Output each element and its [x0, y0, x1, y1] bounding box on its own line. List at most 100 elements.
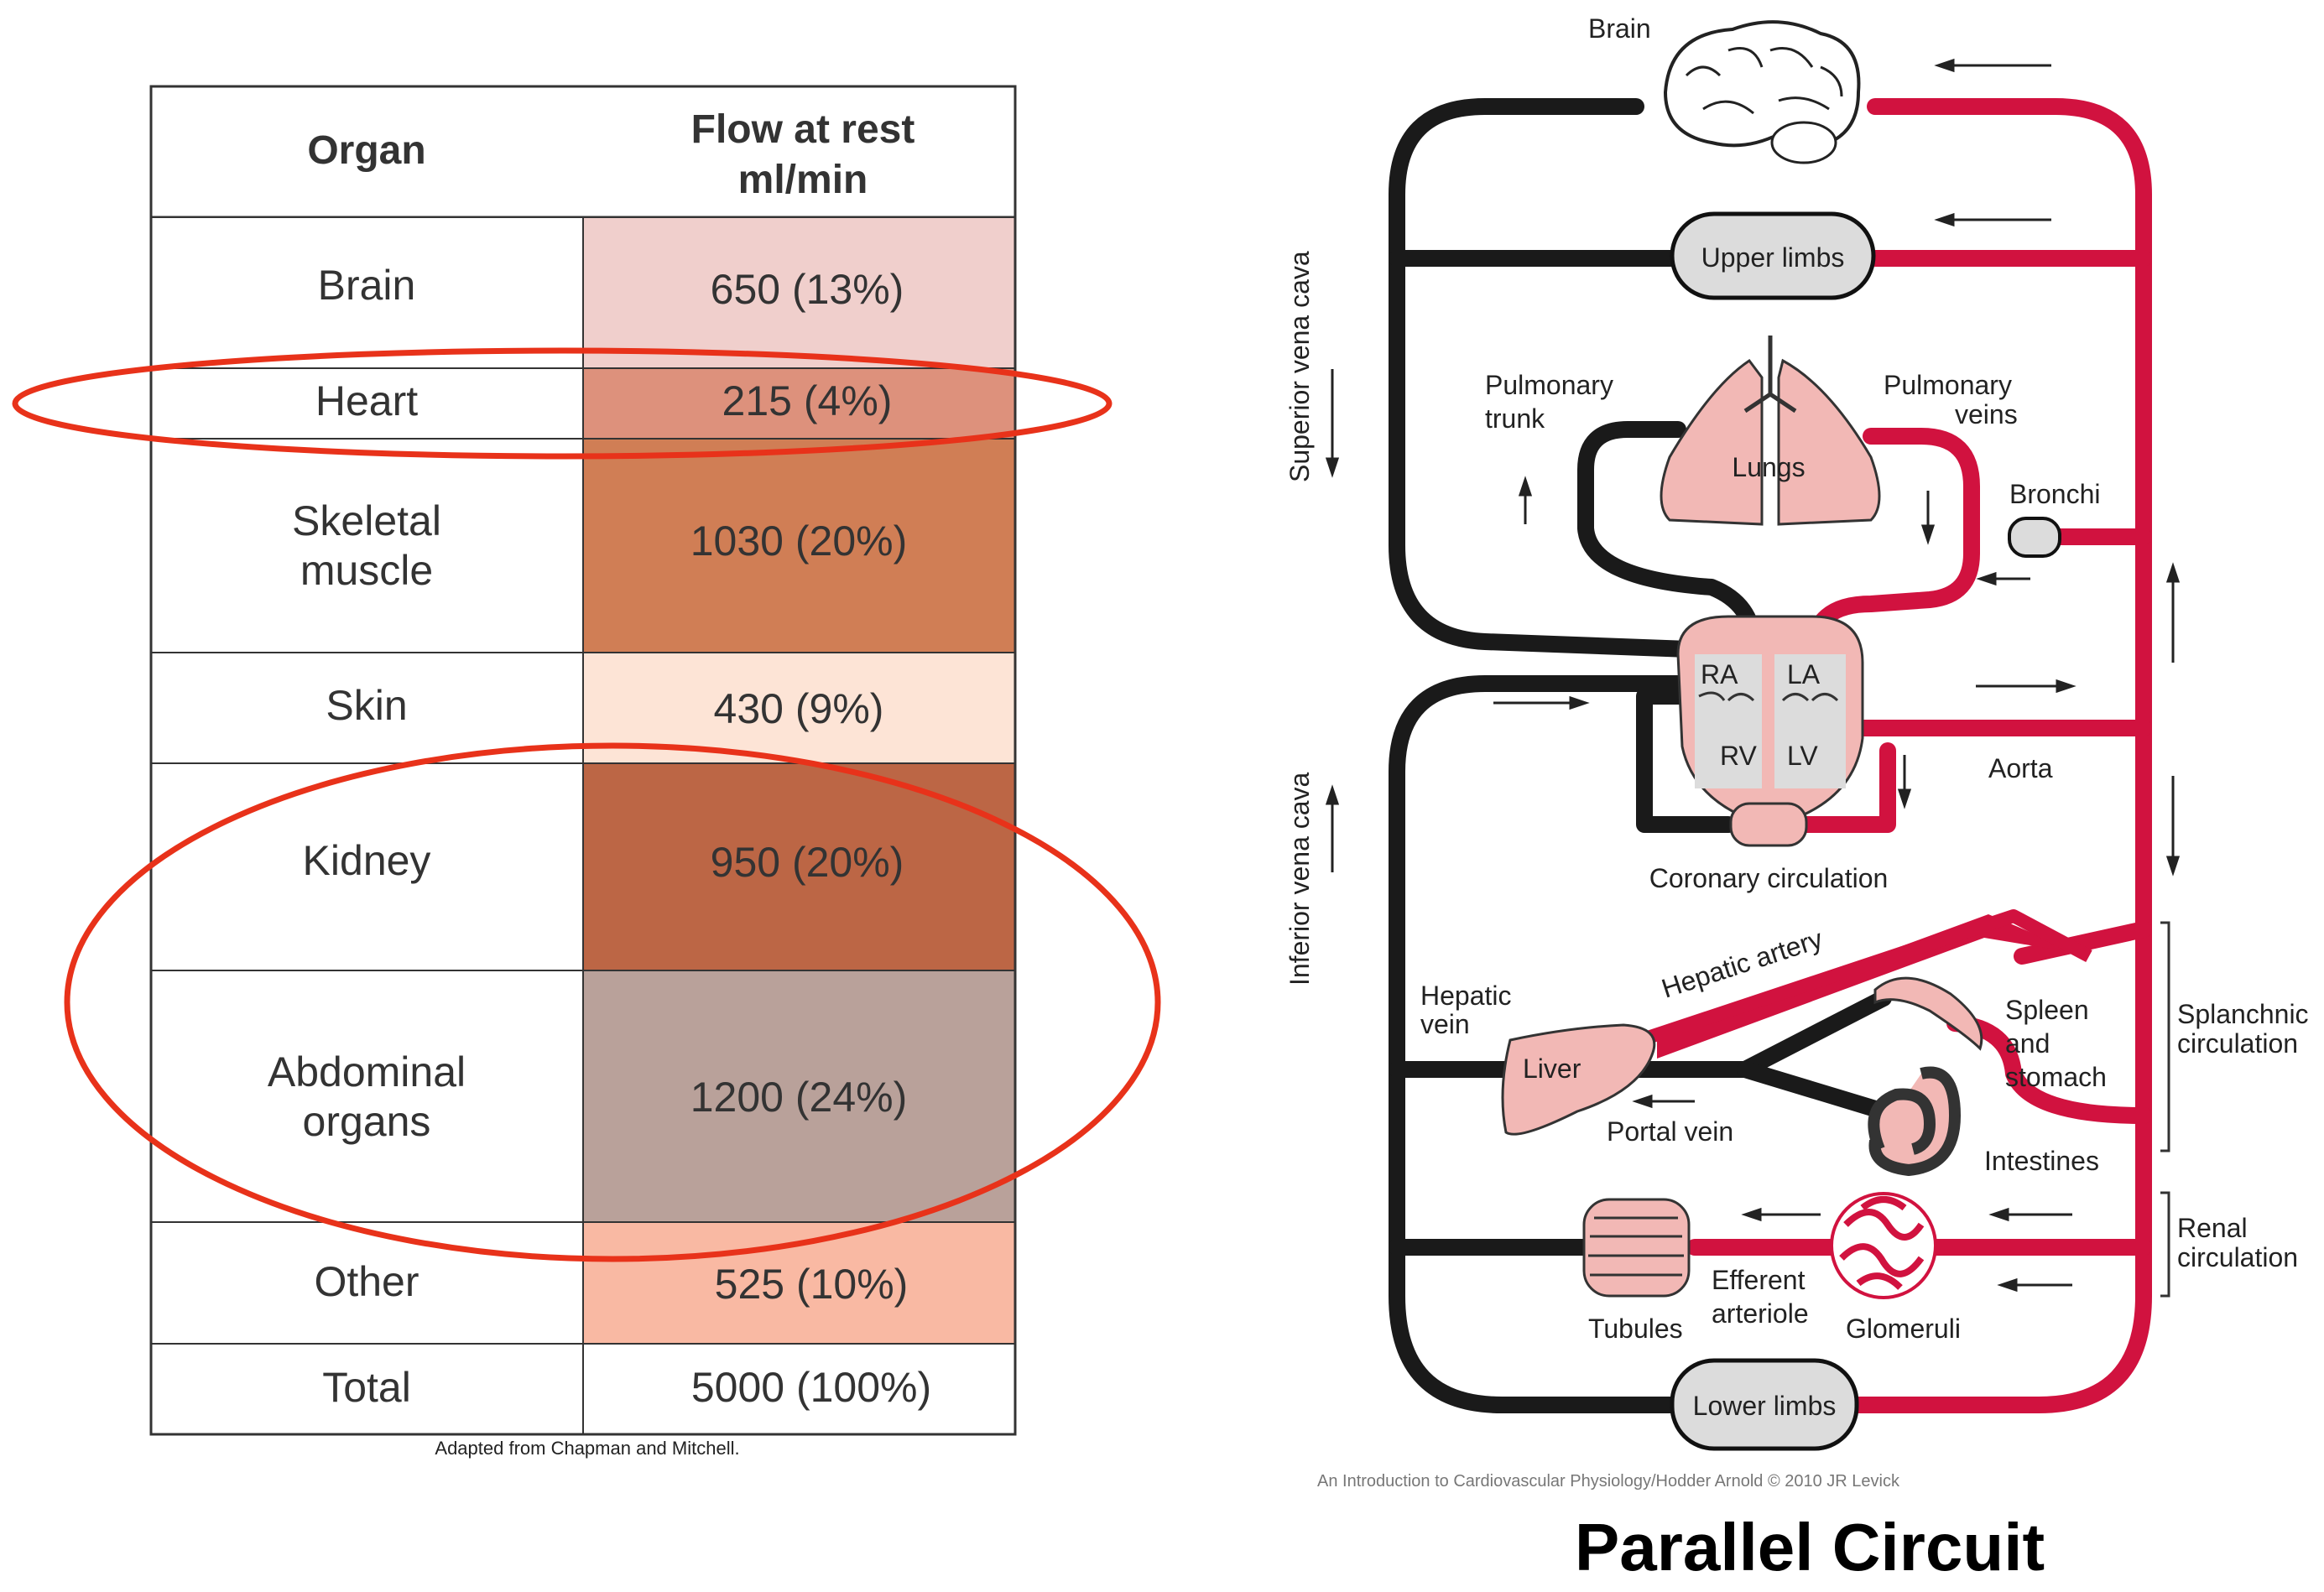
flow-value: 950 (20%) — [711, 839, 904, 886]
renal-bracket — [2160, 1191, 2170, 1298]
lower-limbs-capsule — [1670, 1358, 1859, 1451]
tubules-label: Tubules — [1588, 1314, 1683, 1344]
flow-value: 1030 (20%) — [690, 518, 908, 564]
lv-label: LV — [1787, 741, 1818, 771]
heart-highlight-ellipse — [12, 347, 1112, 460]
coronary-label: Coronary circulation — [1649, 863, 1889, 893]
organ-cell — [150, 216, 584, 369]
efferent-label: Efferent — [1712, 1265, 1806, 1295]
organ-cell — [150, 970, 584, 1223]
brain-organ — [1663, 20, 1861, 164]
flow-cell — [582, 216, 1016, 369]
renal-label: Renal — [2177, 1213, 2248, 1243]
lower-limbs-label: Lower limbs — [1693, 1391, 1837, 1421]
arrow-left-icon — [1741, 1207, 1821, 1222]
organ-name: Skin — [326, 682, 407, 729]
arrow-down-icon — [1325, 369, 1340, 478]
right-lung — [1660, 358, 1764, 526]
organ-name: muscle — [300, 547, 433, 594]
tubules-shape — [1582, 1198, 1691, 1298]
organ-column-header: Organ — [307, 128, 425, 173]
arrow-up-icon — [1518, 476, 1533, 524]
flow-cell — [582, 970, 1016, 1223]
arrow-right-icon — [1976, 679, 2076, 694]
total-value: 5000 (100%) — [691, 1364, 931, 1411]
table-header-row — [149, 85, 1017, 219]
brain-folds — [1685, 47, 1843, 115]
pulmonary-trunk-label: trunk — [1485, 403, 1545, 434]
table-row: Heart 215 (4%) — [150, 367, 1016, 440]
organ-cell — [150, 1343, 584, 1435]
spleen-organ — [1873, 976, 1983, 1051]
table-row: Skeletal muscle 1030 (20%) — [150, 438, 1016, 653]
arterial-vessels — [1686, 98, 2152, 1413]
heart-valves — [1698, 691, 1839, 702]
table-source: Adapted from Chapman and Mitchell. — [435, 1438, 739, 1459]
diagram-title: Parallel Circuit — [1575, 1510, 2045, 1584]
rv-label: RV — [1720, 741, 1758, 771]
upper-limbs-label: Upper limbs — [1701, 242, 1845, 273]
kidney-abdominal-highlight-ellipse — [64, 742, 1161, 1262]
organ-name: organs — [303, 1098, 431, 1145]
splanchnic-label: Splanchnic — [2177, 999, 2309, 1029]
portal-branch-intestine — [1737, 1061, 1892, 1120]
inferior-vena-cava-label: Inferior vena cava — [1284, 772, 1315, 986]
flow-arrows — [1325, 58, 2181, 1293]
arrow-left-icon — [1997, 1277, 2072, 1293]
liver-organ — [1501, 1023, 1656, 1136]
organ-cell — [150, 652, 584, 764]
tubules-organ — [1582, 1198, 1691, 1298]
spleen-artery — [1946, 1015, 2152, 1124]
upper-limbs-capsule — [1670, 211, 1876, 300]
lungs-label: Lungs — [1732, 452, 1805, 482]
portal-branch-spleen — [1737, 990, 1892, 1078]
glomeruli-capillaries — [1839, 1196, 1925, 1290]
glomeruli-organ — [1830, 1192, 1937, 1299]
coronary-artery — [1795, 742, 1896, 833]
organ-name: Other — [314, 1258, 419, 1305]
pulmonary-veins-label: veins — [1955, 399, 2018, 429]
organ-name: Skeletal — [292, 497, 441, 544]
venous-vessels — [1389, 98, 1762, 1413]
flow-value: 650 (13%) — [711, 266, 904, 313]
table-border — [149, 85, 1017, 1436]
arrow-left-icon — [1632, 1094, 1695, 1109]
diagram-labels: Brain Upper limbs Superior vena cava Inf… — [1284, 13, 2309, 1421]
flow-cell — [582, 367, 1016, 440]
spleen-label: stomach — [2005, 1062, 2107, 1092]
diagram-credit: An Introduction to Cardiovascular Physio… — [1317, 1472, 1900, 1491]
trachea — [1743, 336, 1797, 414]
portal-vein-label: Portal vein — [1607, 1116, 1733, 1147]
organ-cell — [150, 762, 584, 971]
arrow-left-icon — [1934, 58, 2051, 73]
table-row: Kidney 950 (20%) — [150, 762, 1016, 971]
arrow-left-icon — [1934, 212, 2051, 227]
glomeruli-shape — [1830, 1192, 1937, 1299]
left-lung — [1777, 358, 1881, 526]
cerebellum — [1770, 121, 1837, 164]
organ-name: Abdominal — [268, 1048, 466, 1095]
splanchnic-bracket — [2160, 921, 2170, 1152]
organ-name: Heart — [315, 377, 418, 424]
spleen-label: and — [2005, 1028, 2050, 1059]
table-row: Brain 650 (13%) — [150, 216, 1016, 369]
arrow-right-icon — [1493, 695, 1590, 710]
intestines-label: Intestines — [1984, 1146, 2099, 1176]
total-label: Total — [322, 1364, 411, 1411]
spleen-label: Spleen — [2005, 995, 2089, 1025]
heart-left-side — [1774, 654, 1846, 788]
table-row: Abdominal organs 1200 (24%) — [150, 970, 1016, 1223]
organ-name: Brain — [318, 262, 416, 309]
bronchi-label: Bronchi — [2009, 479, 2101, 509]
flow-value: 1200 (24%) — [690, 1074, 908, 1121]
brain-vein — [1389, 98, 1720, 658]
brain-label: Brain — [1588, 13, 1651, 44]
arrow-left-icon — [1988, 1207, 2072, 1222]
ra-label: RA — [1701, 659, 1738, 689]
hepatic-artery-trunk — [1625, 909, 2092, 1051]
splanchnic-label: circulation — [2177, 1028, 2298, 1059]
intestines-organ — [1868, 1066, 1962, 1177]
flow-cell — [582, 438, 1016, 653]
flow-column-header-line1: Flow at rest — [691, 107, 915, 152]
flow-column-header-line2: ml/min — [738, 158, 868, 202]
